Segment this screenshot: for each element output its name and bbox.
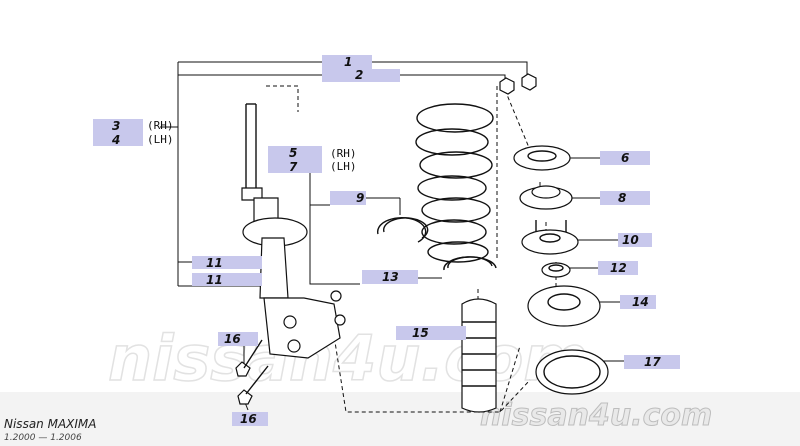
callout-number: 13 (382, 270, 399, 284)
watermark-small: nissan4u.com (480, 398, 712, 433)
callout-number: 16 (240, 412, 257, 426)
callout-12[interactable]: 12 (598, 261, 638, 275)
callout-14[interactable]: 14 (620, 295, 656, 309)
mounting-bracket (521, 220, 579, 255)
mounting-insulator (519, 185, 573, 210)
vehicle-model: Nissan MAXIMA (4, 417, 96, 431)
callout-number: 11 (206, 273, 223, 287)
callout-number: 1 (344, 55, 352, 69)
callout-number: 12 (610, 261, 627, 275)
dust-boot (461, 298, 497, 413)
callout-number: 5 (289, 146, 297, 160)
side-tag-rh: (RH) (147, 119, 174, 132)
callout-number: 4 (111, 133, 120, 147)
spring-insulator-upper (376, 217, 429, 243)
spring-rubber-seat (535, 349, 609, 395)
footer-gradient (0, 392, 800, 446)
callout-2[interactable]: 2 (322, 68, 400, 82)
callout-9[interactable]: 9 (330, 191, 366, 205)
shock-absorber-strut (241, 103, 346, 359)
callout-3[interactable]: 3 (RH) (93, 119, 174, 133)
callout-number: 17 (644, 355, 661, 369)
callout-number: 8 (618, 191, 626, 205)
callout-15[interactable]: 15 (396, 326, 466, 340)
callout-4[interactable]: 4 (LH) (93, 133, 174, 147)
callout-16-lower[interactable]: 16 (232, 412, 268, 426)
callout-10[interactable]: 10 (618, 233, 652, 247)
callout-16-upper[interactable]: 16 (218, 332, 258, 346)
callout-number: 6 (621, 151, 629, 165)
spring-upper-seat (527, 285, 601, 327)
callout-number: 11 (206, 256, 223, 270)
side-tag-lh: (LH) (330, 160, 357, 173)
spring-insulator-lower (443, 256, 497, 271)
bolt-upper (235, 339, 263, 377)
callout-number: 2 (355, 68, 363, 82)
callout-11-upper[interactable]: 11 (192, 256, 262, 270)
callout-13[interactable]: 13 (362, 270, 418, 284)
leader-lines (160, 61, 624, 411)
side-tag-lh: (LH) (147, 133, 174, 146)
callout-number: 10 (622, 233, 639, 247)
callout-8[interactable]: 8 (600, 191, 650, 205)
callout-5[interactable]: 5 (RH) (268, 146, 357, 160)
callout-number: 15 (412, 326, 429, 340)
callout-7[interactable]: 7 (LH) (268, 160, 357, 174)
vehicle-years: 1.2000 — 1.2006 (4, 433, 82, 443)
lock-nut (499, 73, 537, 95)
callout-6[interactable]: 6 (600, 151, 650, 165)
bolt-lower (237, 365, 269, 405)
callout-number: 3 (112, 119, 120, 133)
mounting-plate (513, 145, 571, 171)
callout-number: 16 (224, 332, 241, 346)
side-tag-rh: (RH) (330, 147, 357, 160)
coil-spring (415, 103, 494, 263)
callout-1[interactable]: 1 (322, 55, 372, 69)
callout-11-lower[interactable]: 11 (192, 273, 262, 287)
callout-number: 9 (356, 191, 364, 205)
callout-17[interactable]: 17 (624, 355, 680, 369)
callout-number: 7 (289, 160, 298, 174)
callout-number: 14 (632, 295, 649, 309)
watermark-large: nissan4u.com (108, 322, 588, 395)
bearing-ring (541, 262, 571, 278)
